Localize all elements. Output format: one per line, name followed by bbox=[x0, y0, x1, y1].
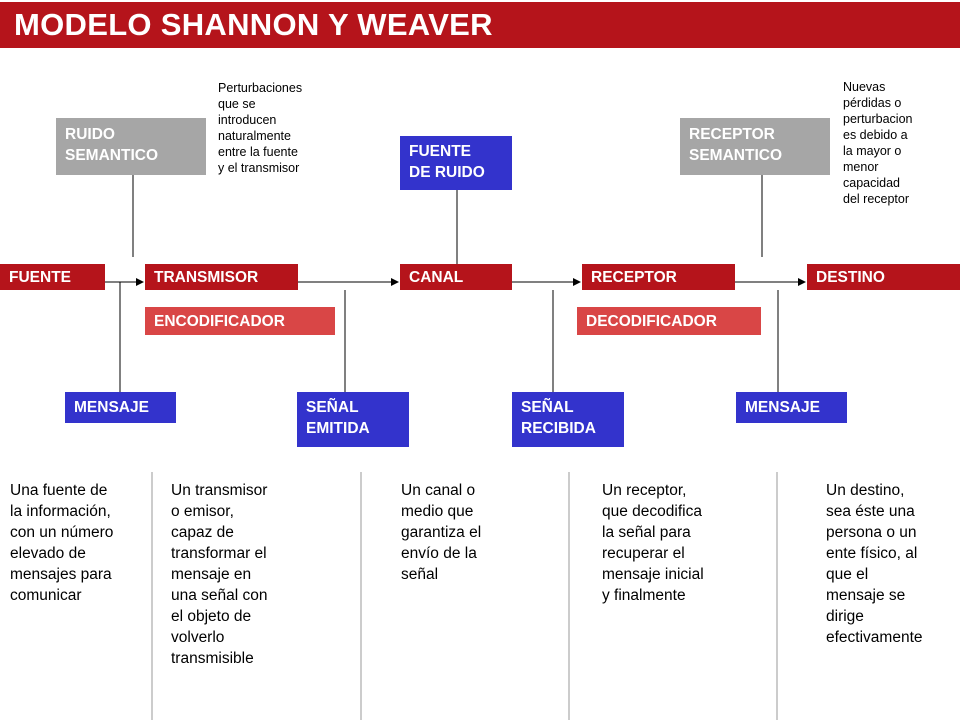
title-bar: MODELO SHANNON Y WEAVER bbox=[0, 2, 960, 48]
decodificador-box: DECODIFICADOR bbox=[577, 307, 761, 335]
senal-emitida-box: SEÑAL EMITIDA bbox=[297, 392, 409, 447]
desc-receptor: Un receptor, que decodifica la señal par… bbox=[602, 482, 704, 604]
ruido-semantico-box: RUIDO SEMANTICO bbox=[56, 118, 206, 175]
receptor-semantico-box: RECEPTOR SEMANTICO bbox=[680, 118, 830, 175]
transmisor-box: TRANSMISOR bbox=[145, 264, 298, 290]
canal-box: CANAL bbox=[400, 264, 512, 290]
destino-box: DESTINO bbox=[807, 264, 960, 290]
note-perturbaciones: Perturbaciones que se introducen natural… bbox=[218, 81, 303, 175]
page-title: MODELO SHANNON Y WEAVER bbox=[14, 7, 493, 42]
senal-recibida-box: SEÑAL RECIBIDA bbox=[512, 392, 624, 447]
desc-destino: Un destino, sea éste una persona o un en… bbox=[826, 482, 923, 646]
encodificador-box: ENCODIFICADOR bbox=[145, 307, 335, 335]
mensaje-box-receptor: MENSAJE bbox=[736, 392, 847, 423]
desc-fuente: Una fuente de la información, con un núm… bbox=[10, 482, 114, 604]
receptor-box: RECEPTOR bbox=[582, 264, 735, 290]
mensaje-box-emisor: MENSAJE bbox=[65, 392, 176, 423]
desc-transmisor: Un transmisor o emisor, capaz de transfo… bbox=[171, 482, 268, 667]
note-nuevas-perdidas: Nuevas pérdidas o perturbacion es debido… bbox=[843, 80, 913, 206]
desc-canal: Un canal o medio que garantiza el envío … bbox=[401, 482, 482, 583]
fuente-de-ruido-box: FUENTE DE RUIDO bbox=[400, 136, 512, 190]
fuente-box: FUENTE bbox=[0, 264, 105, 290]
